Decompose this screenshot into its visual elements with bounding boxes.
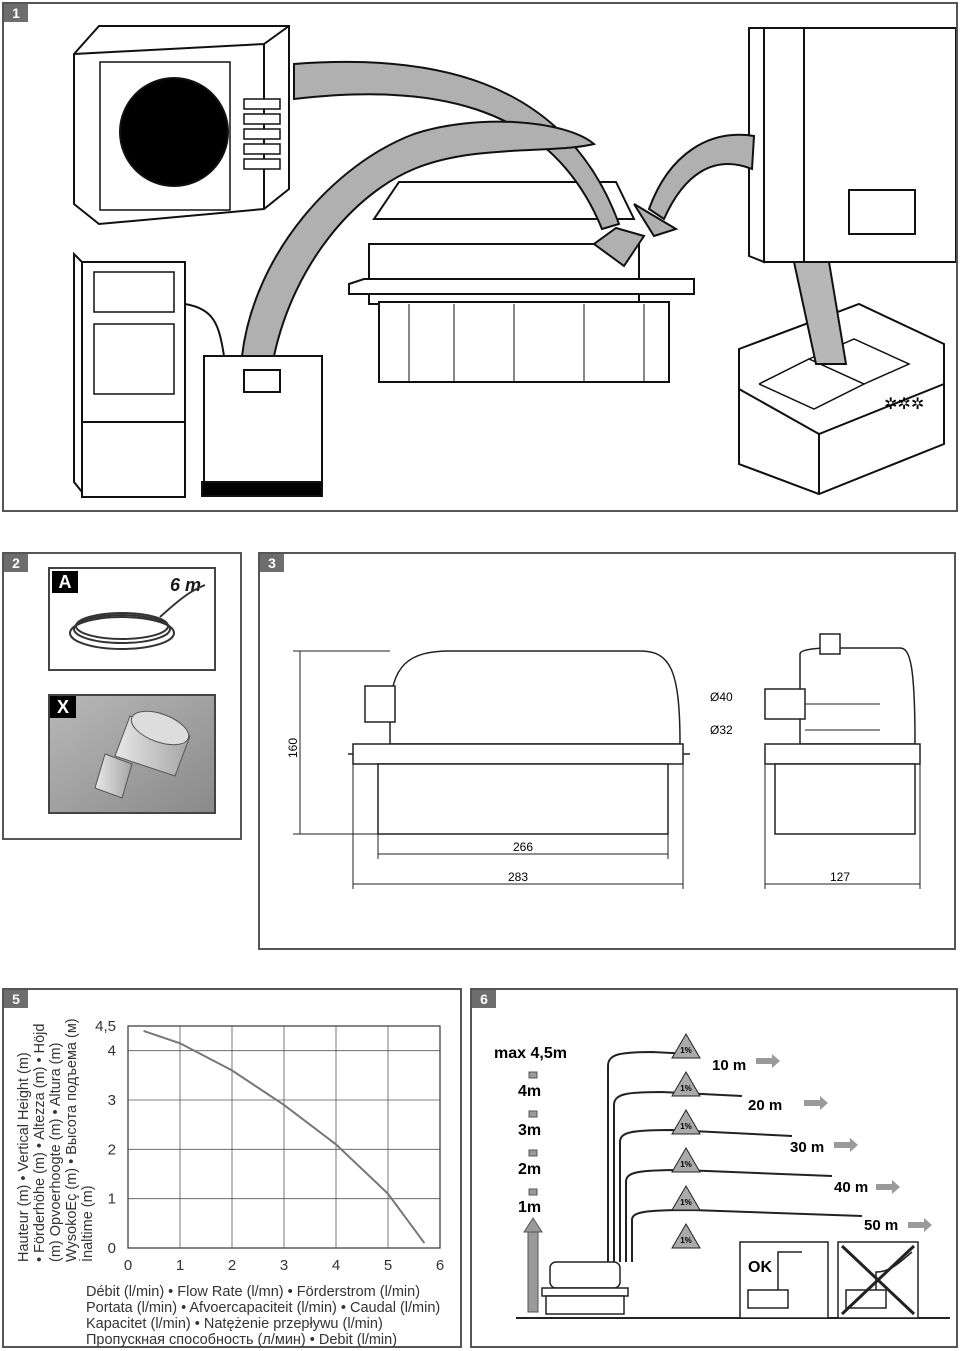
panel-1: 1 <box>2 2 958 512</box>
panel-2: 2 A 6 m X X <box>2 552 242 840</box>
panel-3: 3 <box>258 552 956 950</box>
xlabel-line: Kapacitet (l/min) • Natężenie przepływu … <box>86 1316 383 1332</box>
accessory-adapter: X X <box>48 694 216 814</box>
ylabel-line: • Förderhöhe (m) • Altezza (m) • Höjd <box>32 1023 48 1262</box>
distance-label: 10 m <box>712 1057 746 1074</box>
x-tick-label: 1 <box>176 1257 184 1274</box>
svg-text:✲✲✲: ✲✲✲ <box>884 396 924 413</box>
panel-number: 2 <box>4 554 28 572</box>
y-tick-label: 4,5 <box>95 1020 116 1035</box>
distance-label: 30 m <box>790 1139 824 1156</box>
x-tick-label: 0 <box>124 1257 132 1274</box>
xlabel-line: Débit (l/min) • Flow Rate (l/mn) • Förde… <box>86 1284 421 1300</box>
coiled-hose-icon <box>69 584 206 650</box>
outer-width-dimension: 283 <box>508 870 528 884</box>
correct-installation-box <box>739 1241 829 1319</box>
x-tick-label: 4 <box>332 1257 340 1274</box>
pump-icon <box>541 1261 629 1315</box>
xlabel-line: Пропускная способность (л/мин) • Debit (… <box>86 1332 398 1348</box>
y-tick-label: 4 <box>108 1043 116 1060</box>
y-tick-label: 2 <box>108 1141 116 1158</box>
ok-label: OK <box>748 1259 772 1276</box>
inner-width-dimension: 266 <box>513 840 533 854</box>
performance-curve <box>143 1029 426 1244</box>
vertical-height-arrow <box>523 1071 543 1313</box>
pump-dimension-drawing: 160 266 283 127 Ø40 Ø32 <box>286 633 921 889</box>
discharge-pipes <box>607 1050 863 1262</box>
ylabel-line: (m) Opvoerhoogte (m) • Altura (m) <box>48 1042 64 1262</box>
outlet-diameter-small: Ø32 <box>710 723 733 737</box>
y-tick-label: 1 <box>108 1191 116 1208</box>
distance-arrows <box>756 1054 932 1232</box>
accessory-letter: A <box>52 571 78 593</box>
x-tick-label: 6 <box>436 1257 444 1274</box>
slope-label: 1% <box>680 1160 692 1169</box>
installation-distance-diagram: max 4,5m 4m 3m 2m 1m <box>494 1033 950 1319</box>
svg-text:X: X <box>57 697 69 717</box>
height-label: 2m <box>518 1161 541 1178</box>
distance-label: 40 m <box>834 1179 868 1196</box>
slope-label: 1% <box>680 1084 692 1093</box>
height-label: 1m <box>518 1199 541 1216</box>
ylabel-line: Hauteur (m) • Vertical Height (m) <box>16 1052 32 1262</box>
panel-6: 6 max 4,5m 4m 3m 2m 1m <box>470 988 958 1348</box>
slope-warning-icons <box>671 1033 701 1249</box>
panel-number: 1 <box>4 4 28 22</box>
accessory-hose: A 6 m <box>48 567 216 671</box>
height-label: 4m <box>518 1083 541 1100</box>
slope-label: 1% <box>680 1122 692 1131</box>
xlabel-line: Portata (l/min) • Afvoercapaciteit (l/mi… <box>86 1300 441 1316</box>
indoor-cabinet-unit <box>73 251 186 498</box>
ylabel-line: WysokoEç (m) • Высота подъема (м) <box>64 1018 80 1262</box>
condensate-pump <box>348 181 695 383</box>
pump-performance-chart: 0 1 2 3 4 5 6 0 1 2 3 4 4,5 <box>95 1020 444 1274</box>
x-tick-label: 3 <box>280 1257 288 1274</box>
slope-label: 1% <box>680 1046 692 1055</box>
outdoor-ac-unit <box>73 25 290 226</box>
slope-label: 1% <box>680 1236 692 1245</box>
height-dimension: 160 <box>286 738 300 758</box>
height-label: max 4,5m <box>494 1045 567 1062</box>
x-tick-label: 2 <box>228 1257 236 1274</box>
chart-xlabel: Débit (l/min) • Flow Rate (l/mn) • Förde… <box>86 1284 466 1348</box>
panel-number: 3 <box>260 554 284 572</box>
outlet-diameter-large: Ø40 <box>710 690 733 704</box>
chart-ylabel: Hauteur (m) • Vertical Height (m) • Förd… <box>16 962 96 1262</box>
freezer-drain-hose <box>792 261 848 365</box>
small-pump-housing <box>201 355 323 497</box>
incorrect-installation-box <box>837 1241 919 1319</box>
panel-number: 5 <box>4 990 28 1008</box>
wall-boiler <box>748 27 957 264</box>
distance-label: 50 m <box>864 1217 898 1234</box>
depth-dimension: 127 <box>830 870 850 884</box>
adapter-fitting-icon: X <box>50 696 214 812</box>
cabinet-cable <box>184 303 225 357</box>
distance-label: 20 m <box>748 1097 782 1114</box>
slope-label: 1% <box>680 1198 692 1207</box>
y-tick-label: 3 <box>108 1092 116 1109</box>
x-tick-label: 5 <box>384 1257 392 1274</box>
y-tick-label: 0 <box>108 1240 116 1257</box>
flow-arrows <box>240 60 756 357</box>
condensate-sources-illustration: ✲✲✲ <box>73 25 957 498</box>
panel-number: 6 <box>472 990 496 1008</box>
height-label: 3m <box>518 1122 541 1139</box>
